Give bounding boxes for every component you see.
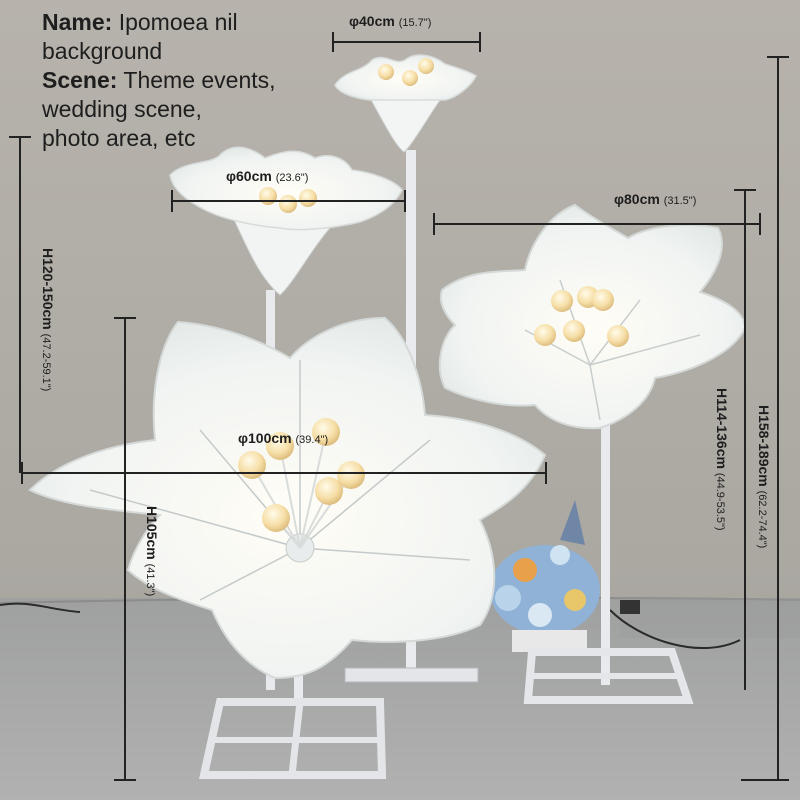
- dimension-80-sub: (31.5"): [663, 195, 697, 207]
- height-114-sub: (44.9-53.5"): [714, 472, 726, 531]
- dimension-40-main: φ40cm: [349, 13, 395, 29]
- height-105-main: H105cm: [144, 506, 160, 560]
- dimension-80: φ80cm (31.5"): [614, 191, 696, 207]
- flower-80: [438, 203, 747, 430]
- height-158-main: H158-189cm: [756, 405, 772, 487]
- power-cable-left: [0, 602, 81, 613]
- dimline-60: [171, 190, 406, 212]
- dimline-h114: [734, 189, 756, 690]
- height-120-sub: (47.2-59.1"): [40, 333, 52, 392]
- height-114: H114-136cm (44.9-53.5"): [714, 388, 730, 531]
- dimension-40: φ40cm (15.7"): [349, 13, 431, 29]
- flower-100: [28, 316, 547, 680]
- height-105: H105cm (41.3"): [144, 506, 160, 596]
- stand-80: [523, 420, 694, 704]
- height-120-main: H120-150cm: [40, 248, 56, 330]
- flower-60: [169, 146, 403, 296]
- scene-line2: wedding scene,: [42, 96, 202, 122]
- scene-line3: photo area, etc: [42, 125, 196, 151]
- name-label: Name:: [42, 9, 113, 35]
- height-158: H158-189cm (62.2-74.4"): [756, 405, 772, 548]
- dimline-80: [433, 213, 761, 235]
- scene-line: Scene: Theme events,: [42, 66, 276, 95]
- dimension-100-sub: (39.4"): [295, 434, 329, 446]
- dimension-80-main: φ80cm: [614, 191, 660, 207]
- dimension-60: φ60cm (23.6"): [226, 168, 308, 184]
- scene-line1: Theme events,: [123, 67, 276, 93]
- floor-shadow: [620, 598, 800, 638]
- dimline-100: [21, 462, 547, 484]
- scene-label: Scene:: [42, 67, 118, 93]
- height-114-main: H114-136cm: [714, 388, 730, 469]
- dimension-60-sub: (23.6"): [275, 172, 309, 184]
- name-value-line2: background: [42, 38, 163, 64]
- name-line: Name: Ipomoea nil: [42, 8, 276, 37]
- name-value: Ipomoea nil: [118, 9, 238, 35]
- dimension-100-main: φ100cm: [238, 430, 292, 446]
- dimline-h120: [9, 136, 31, 473]
- dimension-60-main: φ60cm: [226, 168, 272, 184]
- flower-40: [334, 54, 477, 153]
- plug: [620, 600, 640, 614]
- dimline-40: [332, 32, 481, 52]
- height-105-sub: (41.3"): [144, 563, 156, 597]
- power-cable: [609, 609, 741, 649]
- dimension-100: φ100cm (39.4"): [238, 430, 328, 446]
- dimension-40-sub: (15.7"): [398, 17, 432, 29]
- height-120: H120-150cm (47.2-59.1"): [40, 248, 56, 391]
- dimline-h158: [741, 56, 789, 781]
- height-158-sub: (62.2-74.4"): [756, 490, 768, 549]
- dimline-h105: [114, 317, 136, 781]
- product-info: Name: Ipomoea nil background Scene: Them…: [42, 8, 276, 153]
- dimension-lines: [9, 32, 789, 781]
- floral-arrangement: [490, 500, 600, 652]
